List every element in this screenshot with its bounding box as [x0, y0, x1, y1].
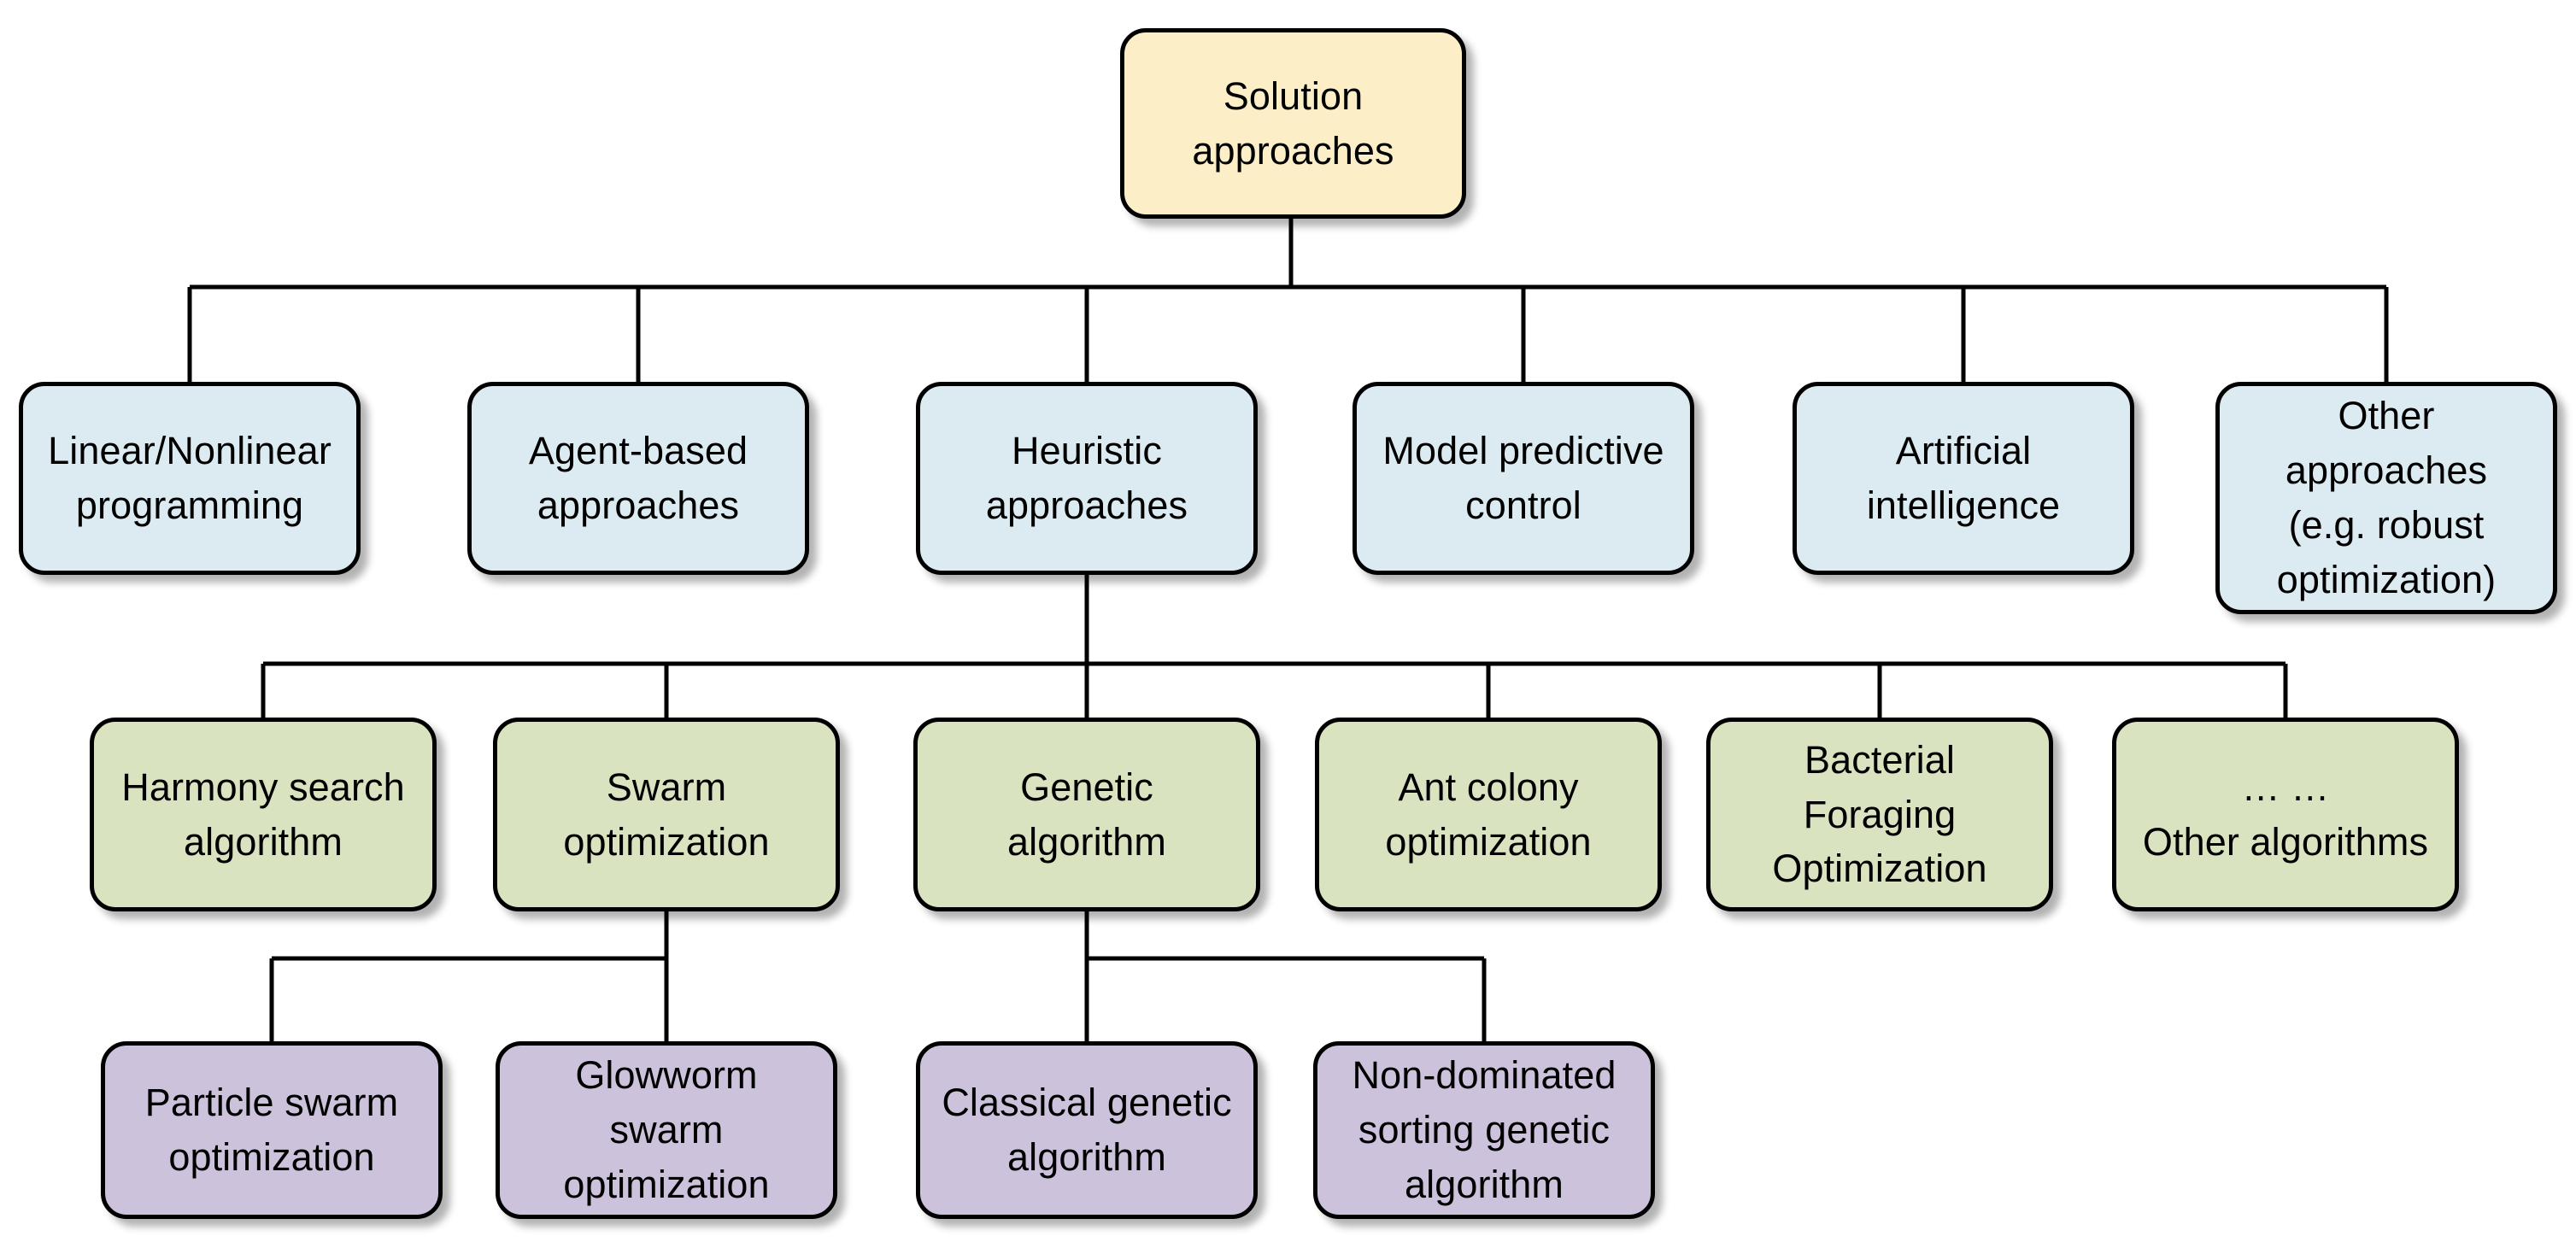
node-agent-based-approaches[interactable]: Agent-based approaches [467, 382, 809, 575]
node-label: Other approaches (e.g. robust optimizati… [2276, 394, 2497, 601]
node-bacterial-foraging-optimization[interactable]: Bacterial Foraging Optimization [1706, 718, 2053, 911]
node-label: Particle swarm optimization [144, 1081, 399, 1179]
node-label: Harmony search algorithm [121, 765, 405, 864]
node-label: Classical genetic algorithm [942, 1081, 1232, 1179]
node-label: Artificial intelligence [1866, 429, 2061, 527]
node-label: Non-dominated sorting genetic algorithm [1352, 1053, 1617, 1206]
node-heuristic-approaches[interactable]: Heuristic approaches [916, 382, 1258, 575]
node-other-algorithms[interactable]: … … Other algorithms [2112, 718, 2459, 911]
node-harmony-search-algorithm[interactable]: Harmony search algorithm [90, 718, 437, 911]
node-model-predictive-control[interactable]: Model predictive control [1353, 382, 1694, 575]
node-particle-swarm-optimization[interactable]: Particle swarm optimization [101, 1041, 443, 1219]
node-label: Bacterial Foraging Optimization [1772, 737, 1987, 891]
node-swarm-optimization[interactable]: Swarm optimization [493, 718, 840, 911]
node-non-dominated-sorting-genetic-algorithm[interactable]: Non-dominated sorting genetic algorithm [1313, 1041, 1655, 1219]
node-genetic-algorithm[interactable]: Genetic algorithm [913, 718, 1260, 911]
node-solution-approaches[interactable]: Solution approaches [1120, 28, 1466, 219]
node-label: Genetic algorithm [1007, 765, 1166, 864]
node-label: Ant colony optimization [1385, 765, 1592, 864]
node-artificial-intelligence[interactable]: Artificial intelligence [1793, 382, 2134, 575]
node-ant-colony-optimization[interactable]: Ant colony optimization [1315, 718, 1662, 911]
node-linear-nonlinear-programming[interactable]: Linear/Nonlinear programming [19, 382, 361, 575]
node-label: Heuristic approaches [985, 429, 1188, 527]
node-classical-genetic-algorithm[interactable]: Classical genetic algorithm [916, 1041, 1258, 1219]
node-label: Agent-based approaches [528, 429, 748, 527]
node-label: Solution approaches [1192, 73, 1394, 173]
node-label: … … Other algorithms [2142, 765, 2429, 864]
node-other-approaches[interactable]: Other approaches (e.g. robust optimizati… [2215, 382, 2557, 614]
node-glowworm-swarm-optimization[interactable]: Glowworm swarm optimization [496, 1041, 837, 1219]
node-label: Glowworm swarm optimization [563, 1053, 770, 1206]
node-label: Swarm optimization [563, 765, 770, 864]
node-label: Linear/Nonlinear programming [48, 429, 332, 527]
node-label: Model predictive control [1382, 429, 1664, 527]
